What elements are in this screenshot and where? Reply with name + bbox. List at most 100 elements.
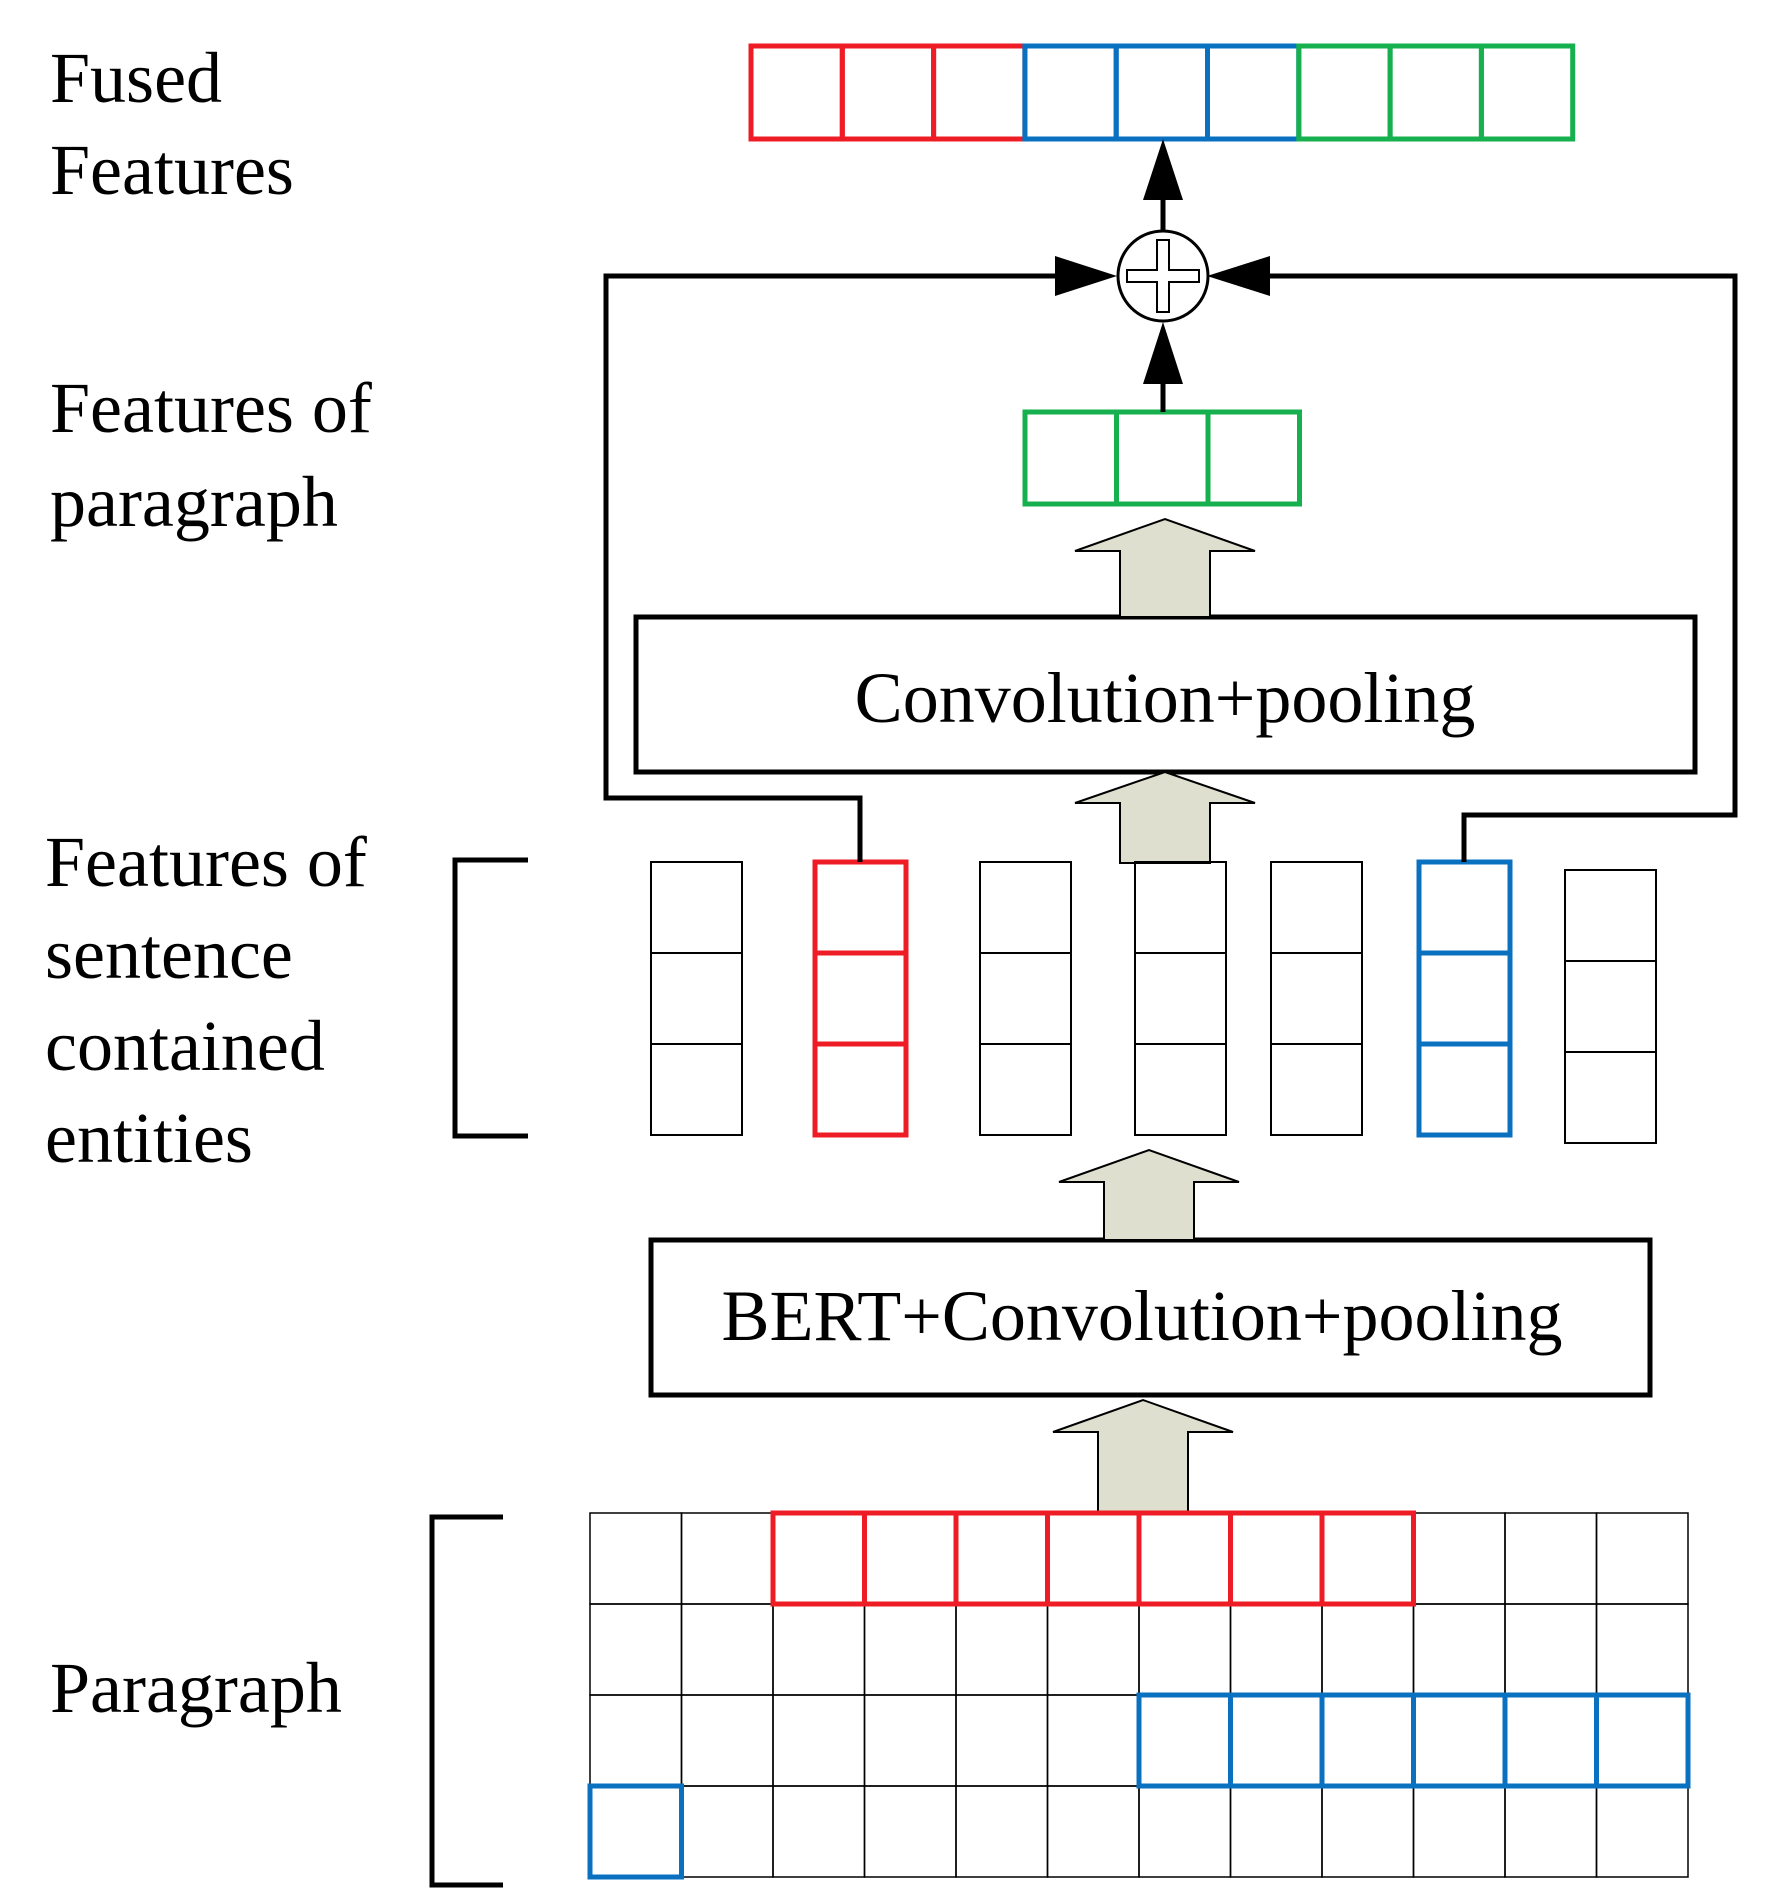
paragraph-grid-cell — [589, 1694, 683, 1787]
paragraph-red-cell — [1045, 1510, 1142, 1607]
paragraph-grid-cell — [772, 1694, 866, 1787]
paragraph-grid-cell — [1321, 1603, 1415, 1696]
paragraph-grid-cell — [589, 1603, 683, 1696]
convolution-pooling-box — [633, 614, 1698, 775]
fused-feature-cell — [839, 43, 937, 142]
paragraph-blue-cell — [1502, 1692, 1599, 1789]
paragraph-red-cell — [1319, 1510, 1416, 1607]
sentence-feature-cell — [1564, 869, 1657, 962]
paragraph-grid-cell — [1595, 1694, 1689, 1787]
sentence-feature-cell — [1134, 861, 1227, 954]
paragraph-grid-cell — [863, 1785, 957, 1878]
paragraph-red-cell — [1228, 1510, 1325, 1607]
paragraph-grid-cell — [955, 1603, 1049, 1696]
paragraph-grid-cell — [1321, 1785, 1415, 1878]
bert-convolution-pooling-text: BERT+Convolution+pooling — [722, 1276, 1563, 1356]
paragraph-grid-cell — [1229, 1694, 1323, 1787]
paragraph-blue-cell — [1594, 1692, 1691, 1789]
block-arrow-to-paragraph-features — [1074, 517, 1256, 618]
paragraph-grid-cell — [1504, 1512, 1598, 1605]
fused-feature-cell — [1205, 43, 1302, 142]
paragraph-features-label-line2: paragraph — [50, 462, 338, 542]
sentence-feature-cell — [1564, 960, 1657, 1053]
sentence-feature-cell — [650, 861, 743, 954]
paragraph-grid-cell — [863, 1603, 957, 1696]
paragraph-feature-cell — [1205, 409, 1302, 507]
paragraph-grid-cell — [1046, 1694, 1140, 1787]
paragraph-red-cell — [1136, 1510, 1233, 1607]
paragraph-blue-cell — [1228, 1692, 1325, 1789]
paragraph-red-cell — [862, 1510, 959, 1607]
sentence-feature-cell — [812, 859, 909, 956]
paragraph-grid-cell — [1504, 1603, 1598, 1696]
paragraph-blue-cell — [1136, 1692, 1233, 1789]
paragraph-grid-cell — [955, 1694, 1049, 1787]
paragraph-grid-cell — [1412, 1603, 1506, 1696]
sentence-column — [979, 861, 1072, 1136]
paragraph-grid-cell — [680, 1603, 774, 1696]
block-arrow-to-bert-box — [1052, 1398, 1234, 1514]
paragraph-grid-cell — [1595, 1512, 1689, 1605]
fused-feature-cell — [748, 43, 845, 142]
sentence-column — [1564, 869, 1657, 1144]
sentence-column — [812, 859, 909, 1138]
sentence-feature-cell — [812, 950, 909, 1047]
paragraph-red-cell — [953, 1510, 1050, 1607]
paragraph-grid-cell — [1504, 1785, 1598, 1878]
paragraph-grid-cell — [1412, 1785, 1506, 1878]
paragraph-grid-cell — [680, 1512, 774, 1605]
fused-feature-cell — [1113, 43, 1210, 142]
paragraph-feature-cell — [1022, 409, 1119, 507]
paragraph-grid-cell — [1321, 1694, 1415, 1787]
sentence-feature-cell — [1416, 859, 1513, 956]
sentence-column — [650, 861, 743, 1136]
sentence-feature-cell — [1270, 861, 1363, 954]
paragraph-grid-cell — [1229, 1785, 1323, 1878]
sum-plus-icon — [1116, 229, 1210, 323]
paragraph-feature-cell — [1114, 409, 1211, 507]
sentence-feature-cell — [650, 1043, 743, 1136]
convolution-pooling-text: Convolution+pooling — [855, 658, 1476, 738]
sentence-bracket — [452, 857, 528, 1139]
sentence-feature-cell — [1270, 1043, 1363, 1136]
red-skip-connection-line — [603, 273, 1058, 862]
sentence-feature-cell — [650, 952, 743, 1045]
paragraph-bracket — [429, 1514, 503, 1888]
paragraph-grid-cell — [1046, 1785, 1140, 1878]
fused-feature-cell — [1022, 43, 1119, 142]
sentence-feature-cell — [979, 861, 1072, 954]
sentence-features-label-line4: entities — [45, 1098, 253, 1178]
paragraph-grid-cell — [772, 1512, 866, 1605]
paragraph-grid-cell — [1412, 1694, 1506, 1787]
sentence-column — [1134, 861, 1227, 1136]
paragraph-grid-cell — [772, 1603, 866, 1696]
sentence-feature-cell — [1134, 952, 1227, 1045]
paragraph-grid — [587, 1510, 1691, 1880]
sentence-features-label-line3: contained — [45, 1006, 325, 1086]
paragraph-grid-cell — [680, 1694, 774, 1787]
sentence-feature-cell — [979, 952, 1072, 1045]
sentence-feature-cell — [1270, 952, 1363, 1045]
fused-feature-cell — [1296, 43, 1393, 142]
sentence-feature-cell — [1134, 1043, 1227, 1136]
sentence-feature-cell — [1416, 1041, 1513, 1138]
sentence-feature-cell — [1416, 950, 1513, 1047]
block-arrow-to-convolution-box — [1074, 770, 1256, 864]
paragraph-grid-cell — [1595, 1603, 1689, 1696]
bert-convolution-pooling-box — [648, 1237, 1653, 1398]
paragraph-label: Paragraph — [50, 1648, 342, 1728]
paragraph-grid-cell — [1138, 1603, 1232, 1696]
paragraph-grid-cell — [589, 1512, 683, 1605]
paragraph-grid-cell — [680, 1785, 774, 1878]
fused-feature-cell — [1478, 43, 1576, 142]
blue-skip-connection-line — [1270, 273, 1738, 862]
arrowhead-up-into-fused — [1143, 139, 1183, 200]
paragraph-grid-cell — [1046, 1603, 1140, 1696]
paragraph-grid-cell — [1321, 1512, 1415, 1605]
paragraph-features-vector — [1022, 409, 1302, 507]
paragraph-blue-cell — [1319, 1692, 1416, 1789]
fused-features-label-line1: Fused — [50, 38, 222, 118]
paragraph-grid-cell — [772, 1785, 866, 1878]
block-arrow-to-sentence-features — [1058, 1148, 1240, 1241]
